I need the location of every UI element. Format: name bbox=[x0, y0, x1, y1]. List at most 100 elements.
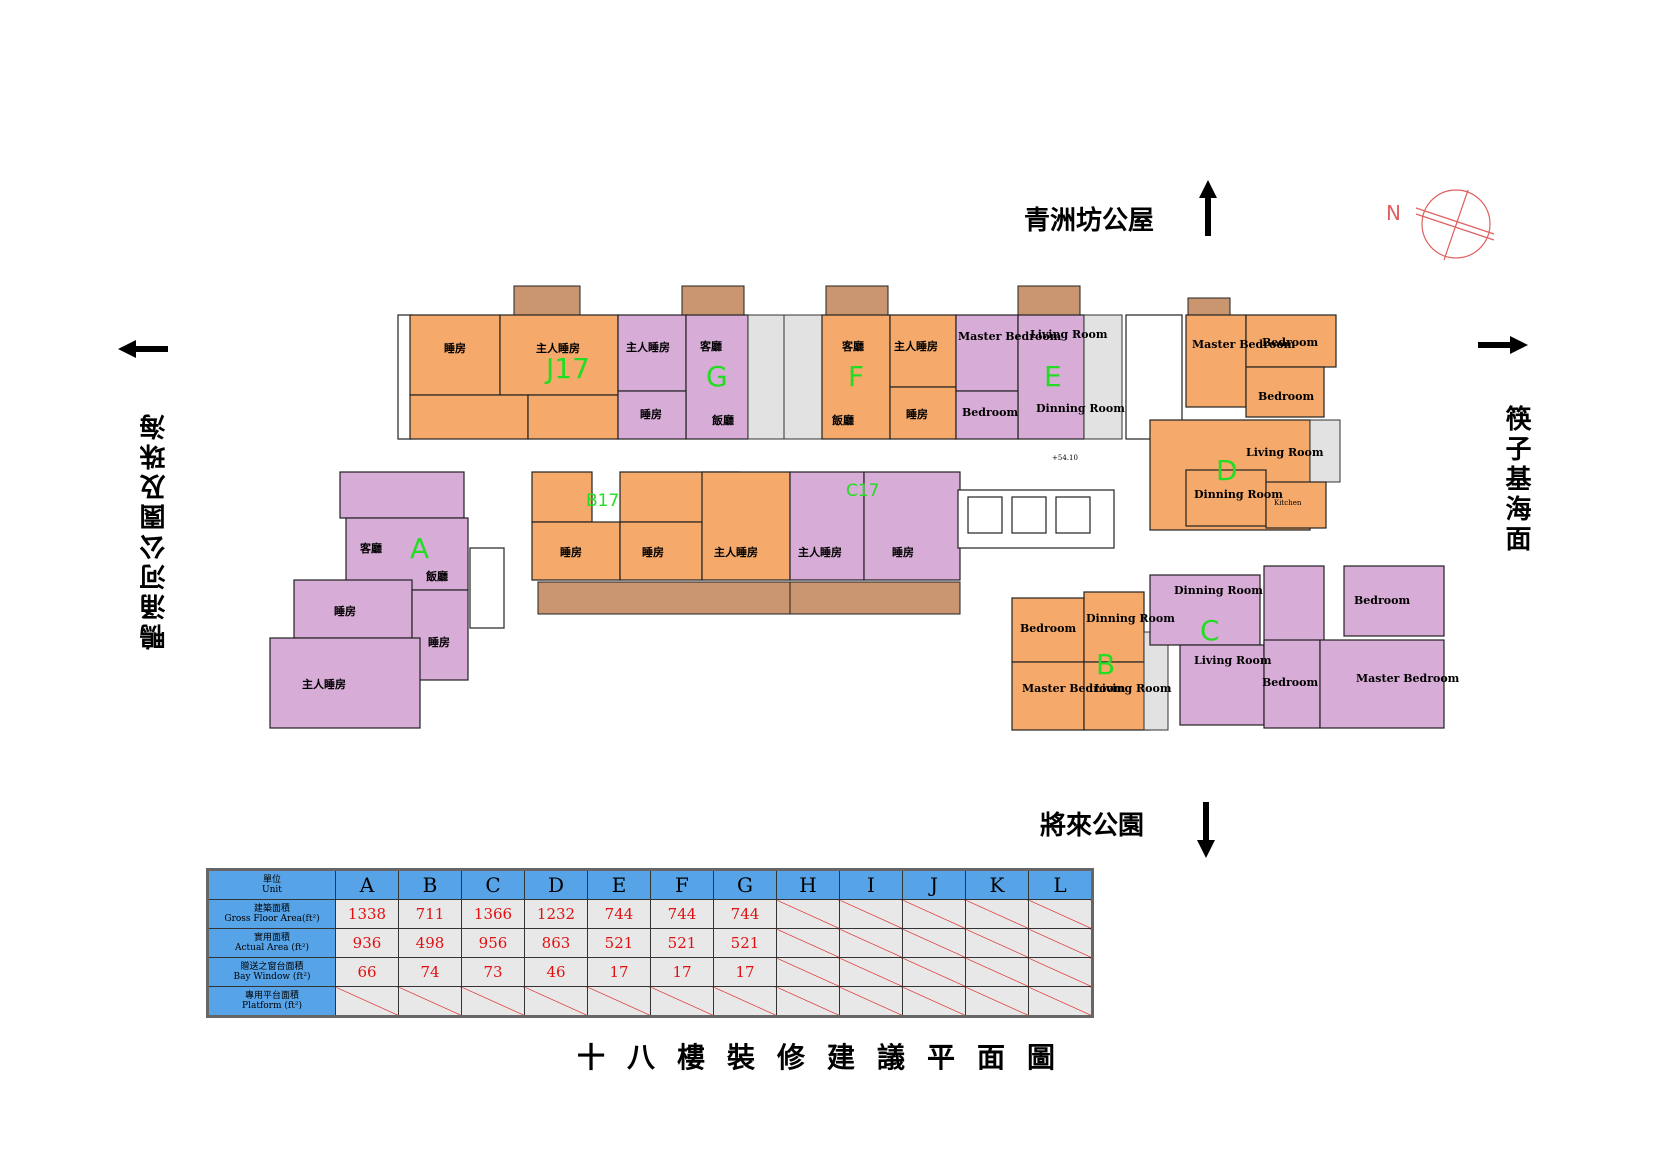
table-cell: 74 bbox=[398, 957, 462, 987]
room-label: 主人睡房 bbox=[798, 545, 842, 559]
room-label: Dinning Room bbox=[1194, 488, 1283, 501]
unit-label-j17: J17 bbox=[544, 352, 590, 385]
table-cell bbox=[650, 986, 714, 1017]
table-cell bbox=[776, 986, 840, 1017]
south-label: 將來公園 bbox=[1040, 811, 1145, 841]
room-label: Living Room bbox=[1094, 682, 1172, 695]
table-cell: 46 bbox=[524, 957, 588, 987]
col-a: A bbox=[335, 869, 399, 900]
room-label: 睡房 bbox=[334, 604, 356, 618]
table-cell bbox=[335, 986, 399, 1017]
room-label: 客廳 bbox=[841, 339, 864, 353]
table-cell: 744 bbox=[587, 899, 651, 929]
room-label: 睡房 bbox=[444, 341, 466, 355]
j17-master-bedroom bbox=[499, 314, 619, 396]
room-label: Bedroom bbox=[1020, 622, 1076, 635]
col-d: D bbox=[524, 869, 588, 900]
table-cell: 936 bbox=[335, 928, 399, 958]
j17-bedroom bbox=[409, 314, 501, 396]
table-cell bbox=[461, 986, 525, 1017]
table-cell bbox=[902, 986, 966, 1017]
table-cell bbox=[1028, 986, 1093, 1017]
unit-label-b17: B17 bbox=[586, 491, 619, 511]
unit-label-e: E bbox=[1044, 360, 1062, 393]
east-label: 筷子基海面 bbox=[1501, 405, 1531, 555]
table-cell bbox=[713, 986, 777, 1017]
room-label: 主人睡房 bbox=[626, 340, 670, 354]
room-label: Bedroom bbox=[1262, 676, 1318, 689]
compass-icon: N bbox=[1386, 186, 1496, 270]
col-c: C bbox=[461, 869, 525, 900]
page-title: 十八樓裝修建議平面圖 bbox=[576, 1041, 1077, 1074]
table-cell bbox=[1028, 957, 1093, 987]
table-cell: 66 bbox=[335, 957, 399, 987]
table-cell bbox=[524, 986, 588, 1017]
col-f: F bbox=[650, 869, 714, 900]
table-cell: 863 bbox=[524, 928, 588, 958]
col-i: I bbox=[839, 869, 903, 900]
col-k: K bbox=[965, 869, 1029, 900]
unit-label-f: F bbox=[848, 360, 864, 393]
room-label: Dinning Room bbox=[1174, 584, 1263, 597]
room-label: Dinning Room bbox=[1036, 402, 1125, 415]
room-label: 睡房 bbox=[640, 407, 662, 421]
table-cell: 744 bbox=[650, 899, 714, 929]
table-cell bbox=[839, 899, 903, 929]
room-label: 飯廳 bbox=[425, 569, 448, 583]
table-cell: 498 bbox=[398, 928, 462, 958]
table-cell: 17 bbox=[713, 957, 777, 987]
table-cell: 1366 bbox=[461, 899, 525, 929]
south-arrow-icon bbox=[1196, 802, 1216, 858]
room-label: Bedroom bbox=[1354, 594, 1410, 607]
room-label: Bedroom bbox=[1258, 390, 1314, 403]
room-label: Bedroom bbox=[1262, 336, 1318, 349]
col-h: H bbox=[776, 869, 840, 900]
col-j: J bbox=[902, 869, 966, 900]
table-cell bbox=[1028, 928, 1093, 958]
table-cell: 17 bbox=[650, 957, 714, 987]
table-cell: 521 bbox=[650, 928, 714, 958]
col-l: L bbox=[1028, 869, 1093, 900]
table-cell: 73 bbox=[461, 957, 525, 987]
room-label: 主人睡房 bbox=[714, 545, 758, 559]
table-cell bbox=[902, 928, 966, 958]
room-label: 睡房 bbox=[642, 545, 664, 559]
north-arrow-icon bbox=[1198, 180, 1218, 236]
unit-label-b: B bbox=[1096, 648, 1115, 681]
table-cell bbox=[965, 957, 1029, 987]
room-label: 睡房 bbox=[892, 545, 914, 559]
a-master-bedroom bbox=[269, 637, 421, 729]
table-cell bbox=[1028, 899, 1093, 929]
room-label: 睡房 bbox=[428, 635, 450, 649]
room-label: Bedroom bbox=[962, 406, 1018, 419]
table-cell bbox=[587, 986, 651, 1017]
unit-label-d: D bbox=[1216, 454, 1238, 487]
room-label: Master Bedroom bbox=[958, 330, 1062, 343]
unit-label-a: A bbox=[410, 532, 429, 565]
table-cell bbox=[839, 928, 903, 958]
room-label: 主人睡房 bbox=[302, 677, 346, 691]
room-label: Master Bedroom bbox=[1022, 682, 1126, 695]
room-label: 客廳 bbox=[699, 339, 722, 353]
table-cell bbox=[398, 986, 462, 1017]
table-cell: 17 bbox=[587, 957, 651, 987]
room-label: 主人睡房 bbox=[536, 341, 580, 355]
room-label: 飯廳 bbox=[711, 413, 734, 427]
room-label: Master Bedroom bbox=[1192, 338, 1296, 351]
e-living bbox=[1017, 314, 1085, 440]
a-living bbox=[345, 517, 469, 591]
room-label: 睡房 bbox=[560, 545, 582, 559]
table-cell bbox=[776, 957, 840, 987]
unit-label-g: G bbox=[706, 360, 728, 393]
table-cell: 1338 bbox=[335, 899, 399, 929]
table-cell: 1232 bbox=[524, 899, 588, 929]
table-cell: 521 bbox=[587, 928, 651, 958]
